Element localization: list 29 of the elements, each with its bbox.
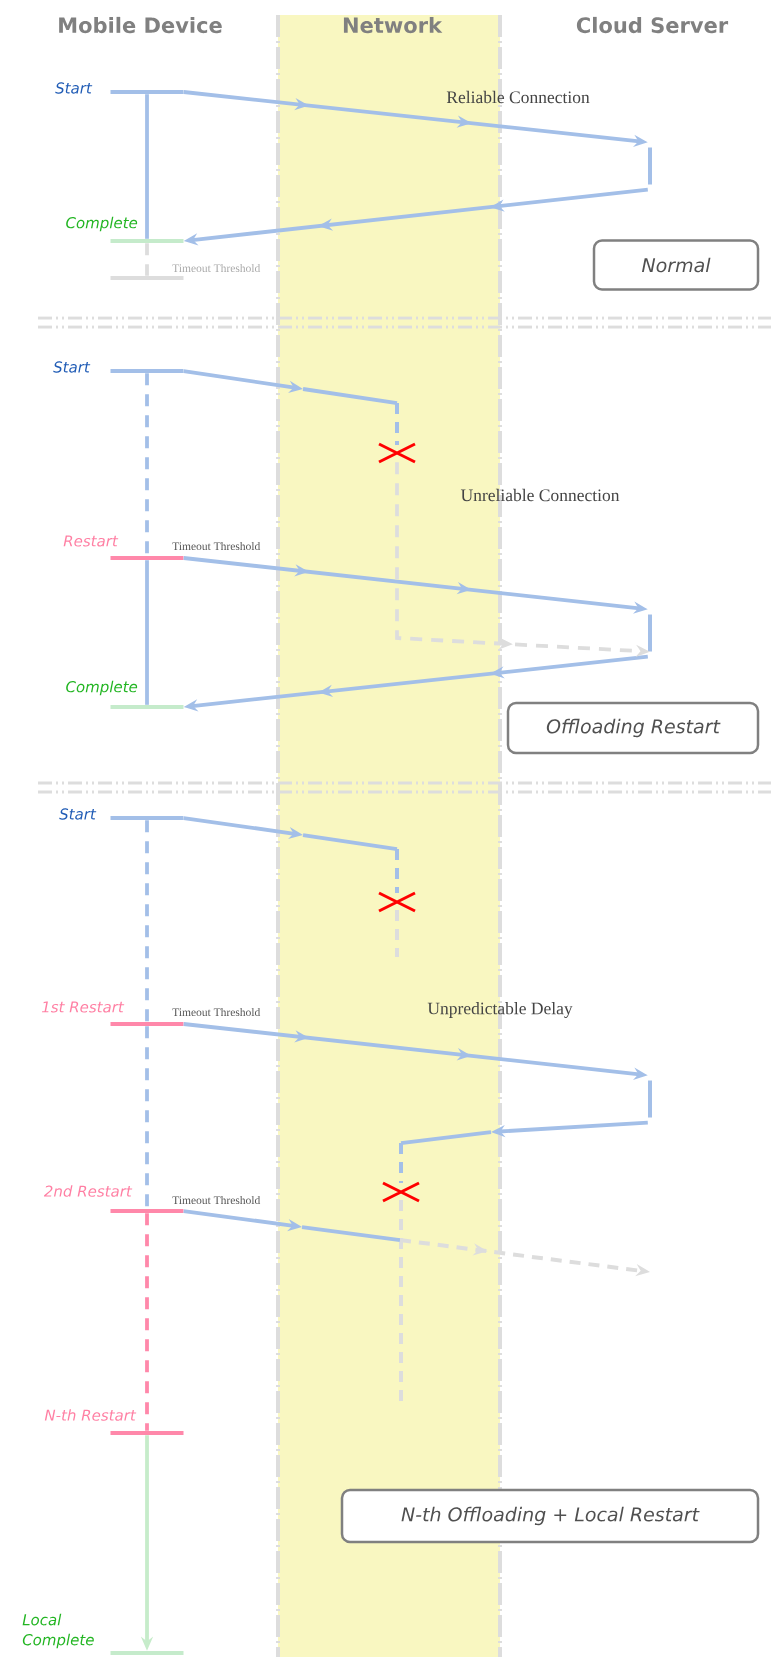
event-label: Complete (66, 216, 138, 232)
event-label: Complete (66, 680, 138, 696)
event-label: 1st Restart (41, 1001, 125, 1013)
threshold-label: Timeout Threshold (172, 1007, 261, 1017)
event-label: Local Complete (22, 1613, 94, 1649)
threshold-label: Timeout Threshold (172, 263, 261, 273)
server-tick (648, 614, 652, 652)
threshold-label: Timeout Threshold (172, 541, 261, 551)
column-header: Network (343, 16, 443, 34)
scenario-box: N-th Offloading + Local Restart (340, 1488, 760, 1544)
column-header: Cloud Server (576, 16, 729, 34)
column-header: Mobile Device (59, 16, 222, 34)
event-label: Start (55, 82, 93, 94)
connection-label: Unreliable Connection (460, 488, 620, 502)
cross-mark (377, 442, 417, 464)
event-label: Start (53, 361, 91, 373)
scenario-box: Offloading Restart (506, 701, 760, 755)
connection-label: Unpredictable Delay (427, 1002, 573, 1018)
cross-mark (377, 891, 417, 913)
cross-mark (381, 1181, 421, 1203)
scenario-box: Normal (592, 239, 760, 291)
server-tick (648, 1080, 652, 1118)
event-label: N-th Restart (44, 1409, 137, 1421)
event-label: Start (59, 808, 97, 820)
server-tick (648, 147, 652, 185)
threshold-label: Timeout Threshold (172, 1195, 261, 1205)
connection-label: Reliable Connection (446, 90, 590, 104)
event-label: Restart (63, 535, 119, 547)
event-label: 2nd Restart (43, 1185, 133, 1197)
